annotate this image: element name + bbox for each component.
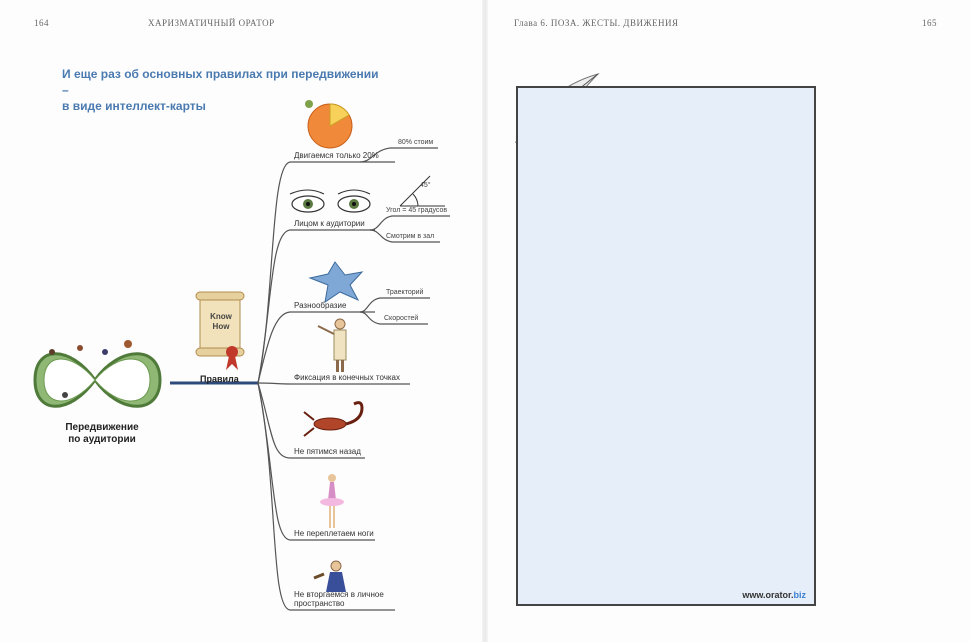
- root-line-1: Передвижение: [65, 422, 139, 433]
- sub-label-2-2: Смотрим в зал: [386, 233, 435, 240]
- section-heading: И еще раз об основных правилах при перед…: [62, 66, 382, 114]
- branch-label-7: Не вторгаемся в личное пространство: [294, 590, 384, 608]
- know-how-line-2: How: [212, 322, 230, 331]
- left-page-number: 164: [34, 18, 49, 28]
- swirl-star-icon: [308, 261, 364, 304]
- mindmap-center-label: Правила: [200, 374, 239, 384]
- heading-line-1: И еще раз об основных правилах при перед…: [62, 67, 379, 97]
- left-running-head: ХАРИЗМАТИЧНЫЙ ОРАТОР: [148, 18, 275, 28]
- angle-value-label: 45°: [420, 182, 431, 189]
- book-gutter: [482, 0, 488, 642]
- right-page-number: 165: [922, 18, 937, 28]
- branch-label-6: Не переплетаем ноги: [294, 529, 374, 538]
- sub-label-3-2: Скоростей: [384, 315, 419, 322]
- ballerina-icon: [320, 474, 344, 528]
- mindmap-drawing: [33, 100, 450, 611]
- branch-label-4: Фиксация в конечных точках: [294, 373, 401, 382]
- website-link: www.orator.biz: [742, 590, 806, 600]
- know-how-line-1: Know: [210, 312, 232, 321]
- intruder-figure-icon: [313, 560, 346, 592]
- right-running-head: Глава 6. ПОЗА. ЖЕСТЫ. ДВИЖЕНИЯ: [514, 18, 679, 28]
- heading-line-2: в виде интеллект-карты: [62, 99, 206, 113]
- branch-label-3: Разнообразие: [294, 301, 347, 310]
- sub-label-1-1: 80% стоим: [398, 139, 434, 146]
- angle-icon: [399, 175, 445, 207]
- mindmap-root-label: Передвижение по аудитории: [52, 422, 152, 446]
- orange-pie-icon: [305, 100, 353, 149]
- sub-label-3-1: Траекторий: [386, 289, 424, 296]
- know-how-text: Know How: [207, 312, 235, 332]
- know-how-scroll-illustration: [195, 291, 245, 370]
- website-tld: biz: [793, 590, 807, 600]
- branch-label-1: Двигаемся только 20%: [294, 151, 379, 160]
- sub-label-2-1: Угол = 45 градусов: [386, 207, 448, 214]
- note-frame: www.orator.biz: [516, 86, 816, 606]
- branch-label-2: Лицом к аудитории: [294, 219, 365, 228]
- website-domain: www.orator.: [742, 590, 794, 600]
- eyes-icon: [289, 189, 371, 213]
- branch-lines: [257, 147, 450, 611]
- infinity-loop-illustration: [33, 340, 162, 408]
- orator-figure-icon: [317, 318, 347, 372]
- root-line-2: по аудитории: [68, 434, 136, 445]
- branch-label-5: Не пятимся назад: [294, 447, 361, 456]
- left-page: [0, 0, 485, 642]
- scorpion-icon: [303, 401, 364, 437]
